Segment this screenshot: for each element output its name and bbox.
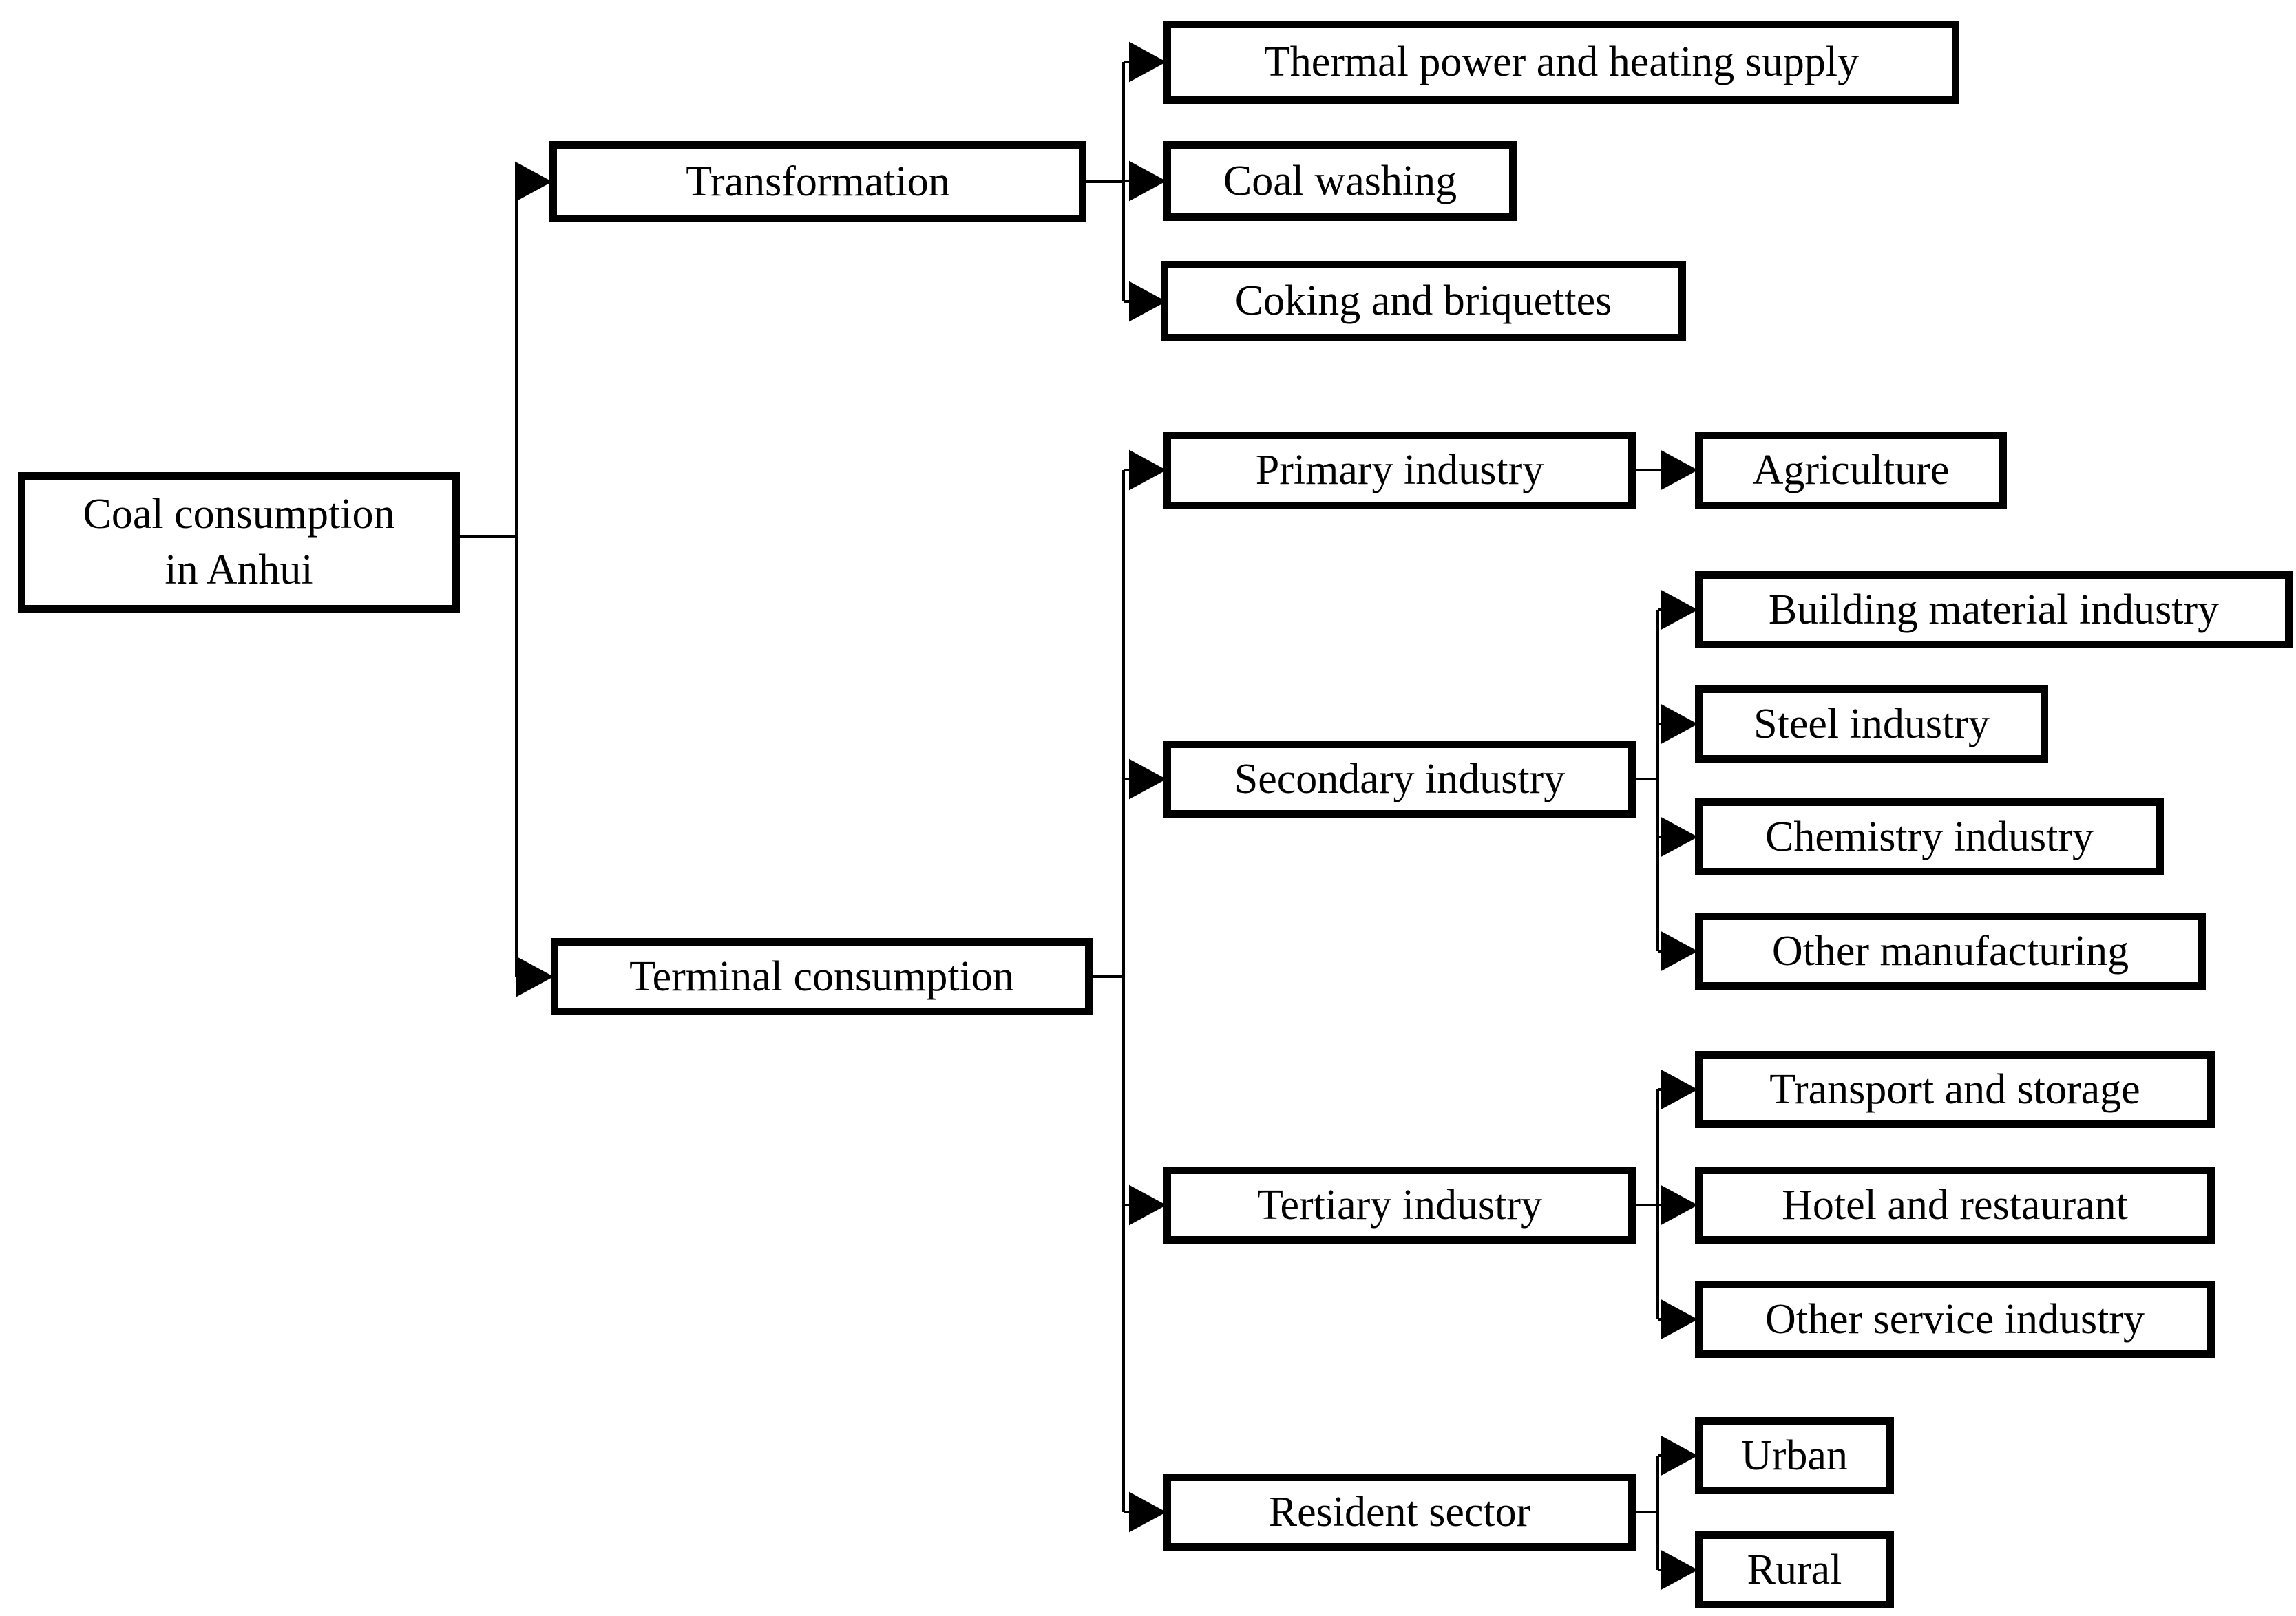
- node-coal-washing: Coal washing: [1163, 141, 1517, 221]
- node-primary-industry: Primary industry: [1163, 432, 1636, 509]
- arrow-right-icon: [1661, 703, 1698, 745]
- node-resident-sector: Resident sector: [1163, 1474, 1636, 1551]
- node-hotel-and-restaurant: Hotel and restaurant: [1695, 1167, 2215, 1244]
- arrow-right-icon: [516, 956, 554, 997]
- node-steel-industry: Steel industry: [1695, 685, 2048, 763]
- node-urban: Urban: [1695, 1417, 1894, 1494]
- node-chemistry-industry: Chemistry industry: [1695, 798, 2164, 875]
- node-other-service-industry: Other service industry: [1695, 1281, 2215, 1358]
- node-coal-consumption-in-anhui: Coal consumption in Anhui: [18, 472, 460, 613]
- node-rural: Rural: [1695, 1531, 1894, 1608]
- arrow-right-icon: [1661, 589, 1698, 630]
- node-transport-and-storage: Transport and storage: [1695, 1051, 2215, 1128]
- arrow-right-icon: [1661, 1549, 1698, 1591]
- node-coking-and-briquettes: Coking and briquettes: [1161, 261, 1686, 341]
- arrow-right-icon: [1129, 41, 1167, 83]
- arrow-right-icon: [1661, 1069, 1698, 1110]
- arrow-right-icon: [1661, 1299, 1698, 1340]
- arrow-right-icon: [1661, 449, 1698, 491]
- node-transformation: Transformation: [549, 141, 1086, 222]
- node-building-material-industry: Building material industry: [1695, 571, 2293, 648]
- node-tertiary-industry: Tertiary industry: [1163, 1167, 1636, 1244]
- arrow-right-icon: [515, 161, 553, 202]
- arrow-right-icon: [1661, 1435, 1698, 1476]
- node-thermal-power-and-heating-supply: Thermal power and heating supply: [1163, 21, 1959, 104]
- arrow-right-icon: [1129, 449, 1167, 491]
- node-agriculture: Agriculture: [1695, 432, 2007, 509]
- arrow-right-icon: [1129, 1184, 1167, 1226]
- arrow-right-icon: [1661, 816, 1698, 858]
- arrow-right-icon: [1661, 931, 1698, 972]
- arrow-right-icon: [1129, 281, 1167, 322]
- node-secondary-industry: Secondary industry: [1163, 741, 1636, 818]
- arrow-right-icon: [1129, 758, 1167, 800]
- node-terminal-consumption: Terminal consumption: [551, 938, 1093, 1015]
- arrow-right-icon: [1129, 160, 1167, 202]
- arrow-right-icon: [1661, 1184, 1698, 1226]
- node-other-manufacturing: Other manufacturing: [1695, 913, 2206, 990]
- arrow-right-icon: [1129, 1491, 1167, 1533]
